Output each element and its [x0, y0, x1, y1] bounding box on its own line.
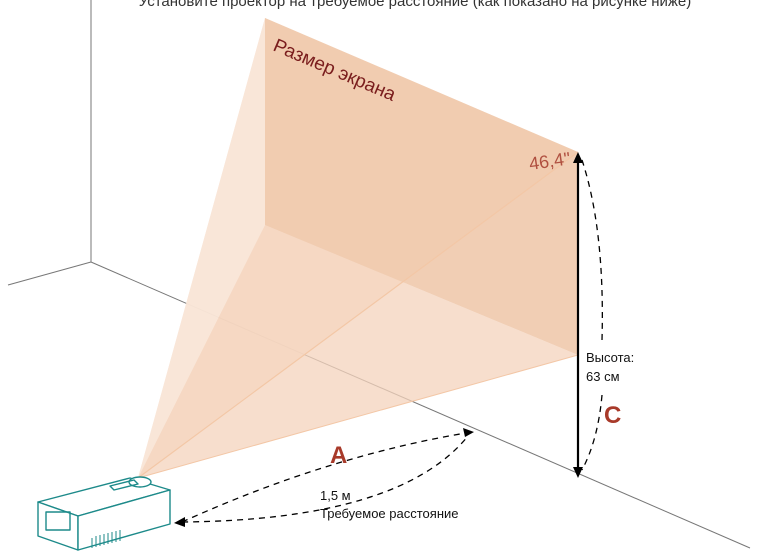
distance-arrowhead-left — [174, 517, 185, 527]
height-label: Высота: — [586, 350, 634, 365]
height-dashed-arc — [581, 159, 603, 341]
marker-a: A — [330, 442, 347, 469]
header-text: Установите проектор на требуемое расстоя… — [139, 0, 692, 10]
height-arrow — [573, 152, 583, 478]
distance-label: Требуемое расстояние — [320, 506, 459, 521]
distance-value: 1,5 м — [320, 488, 351, 503]
height-dashed-arc-lower — [581, 394, 603, 471]
screen-diagonal-line — [137, 151, 579, 479]
distance-arc-upper — [181, 431, 473, 523]
marker-c: C — [604, 402, 621, 429]
cone-center-line — [137, 354, 579, 479]
cone-left — [138, 18, 265, 478]
height-value: 63 см — [586, 369, 620, 384]
floor-left-line — [7, 261, 92, 286]
distance-arrowhead-right — [463, 428, 474, 437]
screen-area — [265, 18, 578, 355]
distance-arc-lower — [181, 435, 469, 523]
projector-icon — [37, 476, 171, 551]
cone-lower — [138, 225, 578, 478]
